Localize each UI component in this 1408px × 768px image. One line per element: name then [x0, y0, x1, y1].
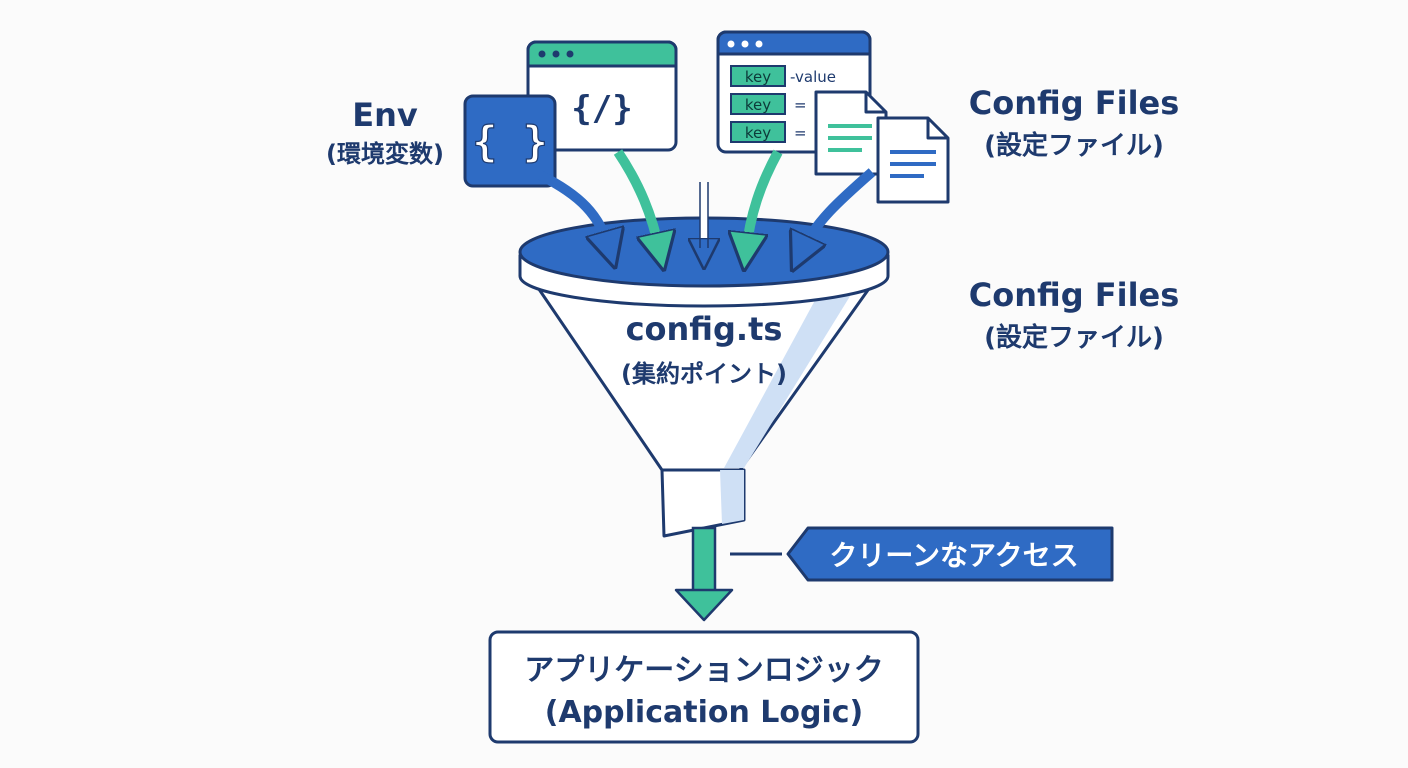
- config-files-subtitle-top: (設定ファイル): [984, 130, 1164, 161]
- env-subtitle: (環境変数): [326, 140, 444, 168]
- config-files-title-mid: Config Files: [969, 276, 1180, 314]
- kv-key-1: key: [745, 68, 771, 86]
- document-icon: [814, 90, 888, 176]
- funnel-subtitle: (集約ポイント): [621, 360, 787, 388]
- application-logic-title: アプリケーションロジック: [524, 653, 883, 688]
- kv-arrow: [746, 149, 783, 252]
- clean-access-callout: クリーンなアクセス: [730, 526, 1114, 582]
- braces-glyph: { }: [472, 117, 548, 166]
- config-files-subtitle-mid: (設定ファイル): [984, 322, 1164, 353]
- code-glyph: {/}: [571, 89, 632, 129]
- config-files-title-top: Config Files: [969, 84, 1180, 122]
- application-logic-box: アプリケーションロジック (Application Logic): [488, 630, 920, 744]
- document-icon: [876, 116, 950, 204]
- doc-arrow: [800, 168, 876, 254]
- input-arrows: [537, 149, 876, 254]
- code-arrow: [613, 149, 660, 252]
- funnel-title: config.ts: [626, 310, 783, 348]
- braces-icon: { }: [463, 94, 557, 188]
- kv-value-1: -value: [790, 68, 836, 86]
- kv-value-3: =: [794, 124, 807, 142]
- code-window-icon: {/}: [526, 40, 678, 152]
- kv-key-2: key: [745, 96, 771, 114]
- callout-label: クリーンなアクセス: [829, 539, 1078, 572]
- env-arrow: [537, 170, 610, 250]
- env-title: Env: [352, 96, 418, 134]
- output-arrow: [674, 526, 734, 622]
- application-logic-subtitle: (Application Logic): [545, 695, 864, 730]
- kv-value-2: =: [794, 96, 807, 114]
- kv-key-3: key: [745, 124, 771, 142]
- center-arrow-outline: [699, 182, 709, 248]
